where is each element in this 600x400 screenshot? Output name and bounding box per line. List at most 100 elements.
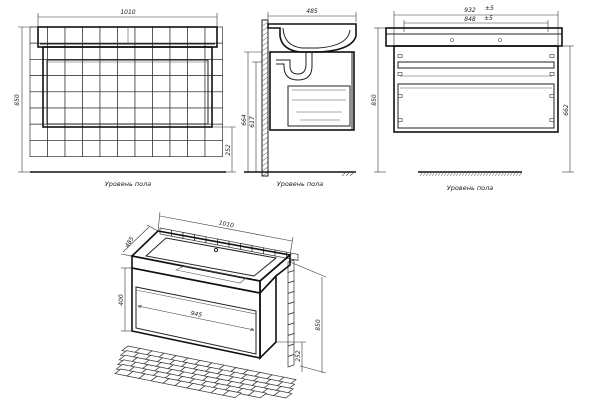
iso-basin-front	[131, 255, 261, 294]
wall-tile	[134, 91, 153, 109]
wall-tile	[169, 91, 188, 109]
wall-tile	[82, 107, 101, 125]
wall-tile	[169, 107, 188, 125]
wall-tile	[64, 140, 83, 157]
wall-tile	[152, 75, 171, 93]
iso-depth-dim: 485	[124, 235, 136, 249]
wall-tile	[117, 42, 136, 60]
rear-drawer	[397, 83, 555, 129]
wall-tile	[152, 26, 171, 44]
rear-height-dim: 850	[371, 94, 378, 106]
wall-tile	[29, 140, 48, 157]
iso-drawer	[135, 286, 257, 355]
wall-tile	[169, 42, 188, 60]
rear-cabinet	[393, 45, 559, 133]
rear-view: 932 ±5 848 ±5 850 662 Уровень пола	[371, 5, 574, 192]
rear-outer-width-tol: ±5	[485, 5, 494, 12]
wall-tile	[64, 42, 83, 60]
wall-tile	[99, 75, 118, 93]
wall-tile	[152, 42, 171, 60]
wall-tile	[99, 91, 118, 109]
wall-tile	[29, 75, 48, 93]
wall-tile	[204, 26, 223, 44]
rear-height-b-dim: 662	[563, 104, 570, 116]
iso-tap-hole	[213, 247, 219, 253]
wall-tile	[47, 140, 66, 157]
wall-tile	[47, 75, 66, 93]
wall-tile	[99, 42, 118, 60]
wall-tile	[82, 140, 101, 157]
front-wall-tiles	[29, 26, 223, 157]
wall-tile	[47, 107, 66, 125]
front-cabinet	[42, 46, 213, 128]
iso-height-dim: 850	[315, 319, 322, 331]
wall-tile	[134, 26, 153, 44]
side-depth-dim: 485	[306, 8, 318, 15]
rear-floor-label: Уровень пола	[447, 184, 493, 192]
wall-tile	[64, 75, 83, 93]
wall-tile	[187, 26, 206, 44]
iso-drawer-width-dim: 945	[190, 310, 203, 319]
wall-tile	[47, 91, 66, 109]
wall-tile	[64, 26, 83, 44]
wall-tile	[47, 42, 66, 60]
iso-overflow	[175, 265, 247, 284]
wall-tile	[187, 107, 206, 125]
wall-tile	[29, 59, 48, 76]
iso-view: 485 1010 850 252 400 945	[114, 211, 327, 399]
wall-tile	[169, 26, 188, 44]
wall-tile	[64, 91, 83, 109]
rear-basin	[385, 27, 563, 47]
wall-tile	[117, 26, 136, 44]
front-width-dim: 1010	[120, 9, 135, 16]
wall-tile	[187, 91, 206, 109]
wall-tile	[29, 91, 48, 109]
wall-tile	[134, 42, 153, 60]
wall-tile	[187, 75, 206, 93]
wall-tile	[187, 140, 206, 157]
front-floor-gap-dim: 252	[225, 144, 232, 156]
wall-tile	[169, 75, 188, 93]
wall-tile	[204, 42, 223, 60]
side-siphon	[276, 52, 307, 75]
wall-tile	[134, 75, 153, 93]
rear-inner-width-tol: ±5	[484, 15, 493, 22]
iso-floor-tiles	[114, 345, 297, 399]
rear-inner-width-dim: 848	[464, 16, 476, 23]
wall-tile	[47, 26, 66, 44]
iso-floor-gap-dim: 252	[295, 350, 302, 362]
front-floor-label: Уровень пола	[105, 180, 151, 188]
wall-tile	[29, 107, 48, 125]
front-view: 1010 850 252 Уровень пола	[14, 9, 236, 188]
iso-basin-bowl	[144, 237, 278, 277]
side-drawer	[287, 85, 351, 127]
wall-tile	[82, 42, 101, 60]
side-floor-label: Уровень пола	[277, 180, 323, 188]
wall-tile	[99, 26, 118, 44]
iso-drawer-height-dim: 400	[118, 294, 125, 306]
side-height-b-dim: 617	[249, 116, 256, 128]
front-height-dim: 850	[14, 94, 21, 106]
wall-tile	[134, 140, 153, 157]
wall-tile	[117, 107, 136, 125]
wall-tile	[64, 107, 83, 125]
wall-tile	[82, 75, 101, 93]
wall-tile	[204, 140, 223, 157]
iso-wall-tiles	[159, 227, 299, 368]
wall-tile	[82, 26, 101, 44]
wall-tile	[99, 107, 118, 125]
iso-width-dim: 1010	[218, 220, 235, 230]
wall-tile	[134, 107, 153, 125]
wall-tile	[187, 42, 206, 60]
iso-cabinet-side	[259, 273, 277, 360]
wall-tile	[117, 91, 136, 109]
wall-tile	[99, 140, 118, 157]
front-drawer	[46, 59, 209, 125]
side-view: 485 664 617 Уровень пола	[241, 8, 357, 188]
wall-tile	[152, 140, 171, 157]
wall-tile	[169, 140, 188, 157]
wall-tile	[152, 91, 171, 109]
wall-tile	[152, 107, 171, 125]
iso-basin-side	[259, 253, 291, 296]
